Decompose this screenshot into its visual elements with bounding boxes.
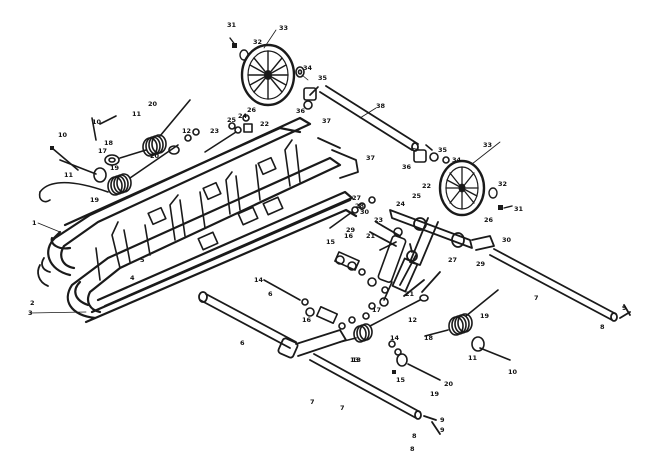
callout: 36 — [296, 107, 306, 115]
callout: 29 — [346, 226, 356, 234]
callout: 32 — [498, 180, 507, 188]
callout: 33 — [279, 24, 288, 32]
callout: 30 — [360, 208, 370, 216]
callout: 24 — [396, 200, 406, 208]
top-axle-shaft — [319, 85, 419, 152]
top-axle-hardware — [295, 66, 319, 110]
callout: 36 — [402, 163, 412, 171]
callout: 6 — [240, 339, 245, 347]
frame-bumper-end — [37, 137, 359, 287]
left-torsion-spring-upper — [91, 99, 191, 166]
callout: 13 — [350, 356, 359, 364]
rear-arm-assembly — [369, 209, 495, 297]
callout: 14 — [390, 334, 400, 342]
callout: 7 — [340, 404, 345, 412]
callout: 22 — [422, 182, 431, 190]
callout: 7 — [534, 294, 539, 302]
callout: 21 — [405, 290, 415, 298]
callout: 24 — [238, 112, 248, 120]
left-bolts-upper — [50, 114, 253, 171]
callout: 37 — [322, 117, 331, 125]
callout: 27 — [352, 194, 361, 202]
callout: 34 — [452, 156, 462, 164]
callout: 16 — [344, 232, 354, 240]
callout: 23 — [210, 127, 219, 135]
callout: 31 — [227, 21, 237, 29]
callout: 26 — [247, 106, 257, 114]
rear-idler-wheel-right — [438, 159, 513, 217]
callout: 28 — [355, 202, 365, 210]
callout: 14 — [254, 276, 264, 284]
callout: 17 — [372, 306, 381, 314]
callout: 15 — [396, 376, 406, 384]
callout: 30 — [502, 236, 512, 244]
right-long-shaft — [489, 248, 631, 322]
callout: 8 — [412, 432, 417, 440]
callout-labels: 31 32 33 34 35 36 37 38 10 11 20 12 10 1… — [28, 21, 627, 453]
callout: 12 — [408, 316, 417, 324]
callout: 15 — [326, 238, 336, 246]
callout: 32 — [253, 38, 262, 46]
callout: 12 — [182, 127, 191, 135]
callout: 21 — [366, 232, 376, 240]
callout: 13 — [352, 356, 361, 364]
frame-cross-braces — [95, 139, 301, 281]
front-arm-assembly — [198, 291, 441, 435]
callout: 19 — [430, 390, 440, 398]
callout: 18 — [104, 139, 114, 147]
callout: 11 — [64, 171, 74, 179]
callout: 1 — [32, 219, 37, 227]
callout: 7 — [310, 398, 315, 406]
callout: 3 — [28, 309, 33, 317]
front-arm-bolts — [263, 279, 376, 330]
callout: 27 — [448, 256, 457, 264]
leader-lines — [29, 29, 501, 314]
callout: 5 — [140, 256, 145, 264]
callout: 11 — [132, 110, 142, 118]
callout: 6 — [268, 290, 273, 298]
callout: 2 — [30, 299, 35, 307]
lower-torsion-spring — [339, 294, 441, 381]
callout: 19 — [110, 164, 120, 172]
rear-arm-bolts — [329, 196, 397, 294]
callout: 35 — [318, 74, 328, 82]
callout: 19 — [90, 196, 100, 204]
rear-idler-wheel-top — [229, 37, 296, 107]
callout: 4 — [130, 274, 135, 282]
callout: 8 — [600, 323, 605, 331]
callout: 34 — [303, 64, 313, 72]
callout: 19 — [480, 312, 490, 320]
slide-rail-frame — [47, 116, 358, 324]
callout: 10 — [508, 368, 518, 376]
callout: 25 — [227, 116, 237, 124]
callout: 23 — [374, 216, 383, 224]
callout: 16 — [302, 316, 312, 324]
callout: 37 — [366, 154, 375, 162]
callout: 33 — [483, 141, 492, 149]
callout: 22 — [260, 120, 269, 128]
callout: 20 — [148, 100, 158, 108]
callout: 9 — [440, 426, 445, 434]
callout: 29 — [476, 260, 486, 268]
callout: 26 — [484, 216, 494, 224]
callout: 9 — [622, 304, 627, 312]
callout: 18 — [424, 334, 434, 342]
callout: 31 — [514, 205, 524, 213]
callout: 20 — [444, 380, 454, 388]
callout: 38 — [376, 102, 386, 110]
shock-absorber — [377, 227, 407, 307]
callout: 25 — [412, 192, 422, 200]
callout: 8 — [410, 445, 415, 453]
callout: 9 — [440, 416, 445, 424]
callout: 17 — [98, 147, 107, 155]
left-torsion-spring-lower — [38, 144, 180, 203]
callout: 10 — [92, 118, 102, 126]
right-torsion-spring — [424, 289, 511, 361]
callout: 10 — [58, 131, 68, 139]
callout: 20 — [150, 152, 160, 160]
callout: 11 — [468, 354, 478, 362]
callout: 35 — [438, 146, 448, 154]
